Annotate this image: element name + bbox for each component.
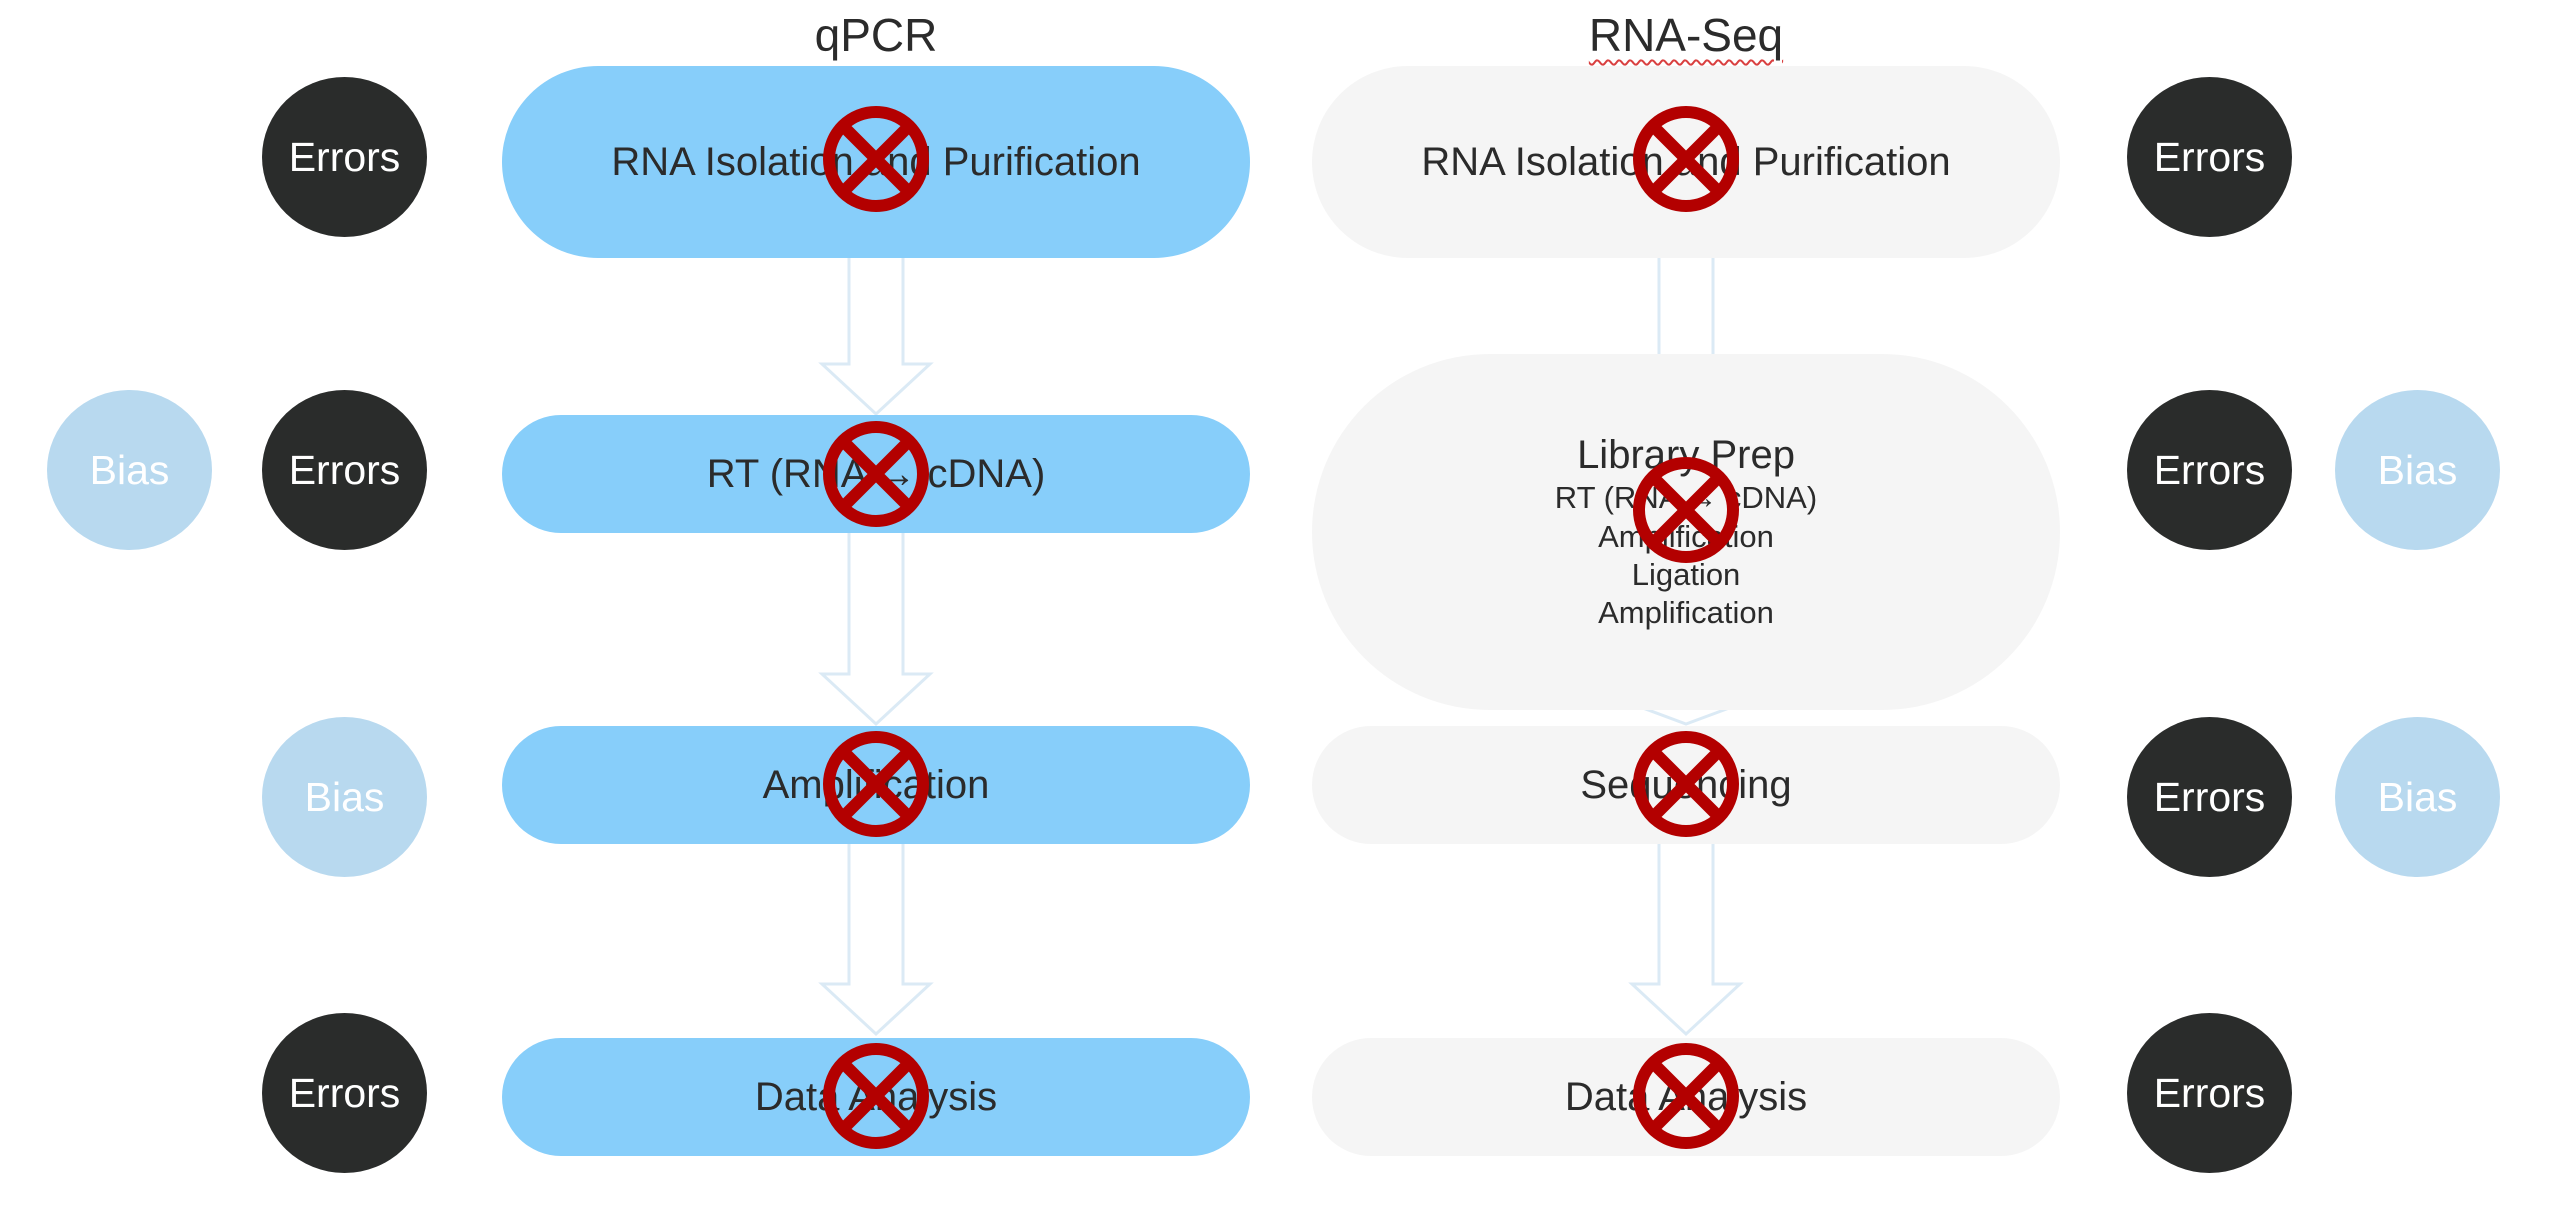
errors-tag: Errors [262,77,427,237]
bias-tag: Bias [2335,717,2500,877]
flow-arrow [1628,840,1744,1037]
errors-tag: Errors [2127,717,2292,877]
bias-tag: Bias [2335,390,2500,550]
x-circle-icon [823,1043,929,1149]
flow-arrow [818,530,934,727]
errors-tag: Errors [2127,1013,2292,1173]
x-circle-icon [1633,731,1739,837]
errors-tag: Errors [262,390,427,550]
bias-tag: Bias [262,717,427,877]
flow-arrow [818,840,934,1037]
rnaseq-column-title: RNA-Seq [1286,8,2086,62]
library-prep-substep: Amplification [1598,518,1774,554]
errors-tag: Errors [2127,77,2292,237]
x-circle-icon [823,106,929,212]
errors-tag: Errors [2127,390,2292,550]
qpcr-step-rna-isolation: RNA Isolation and Purification [502,66,1250,258]
qpcr-column-title: qPCR [814,9,938,61]
step-label: Library Prep [1577,433,1795,478]
x-circle-icon [1633,1043,1739,1149]
errors-tag: Errors [262,1013,427,1173]
x-circle-icon [823,421,929,527]
rnaseq-step-library-prep: Library Prep RT (RNA → cDNA) Amplificati… [1312,354,2060,710]
rnaseq-title-text: RNA-Seq [1588,9,1784,61]
x-circle-icon [1633,457,1739,563]
flow-arrow [818,250,934,417]
x-circle-icon [1633,106,1739,212]
bias-tag: Bias [47,390,212,550]
library-prep-substep: Amplification [1598,595,1774,631]
x-circle-icon [823,731,929,837]
